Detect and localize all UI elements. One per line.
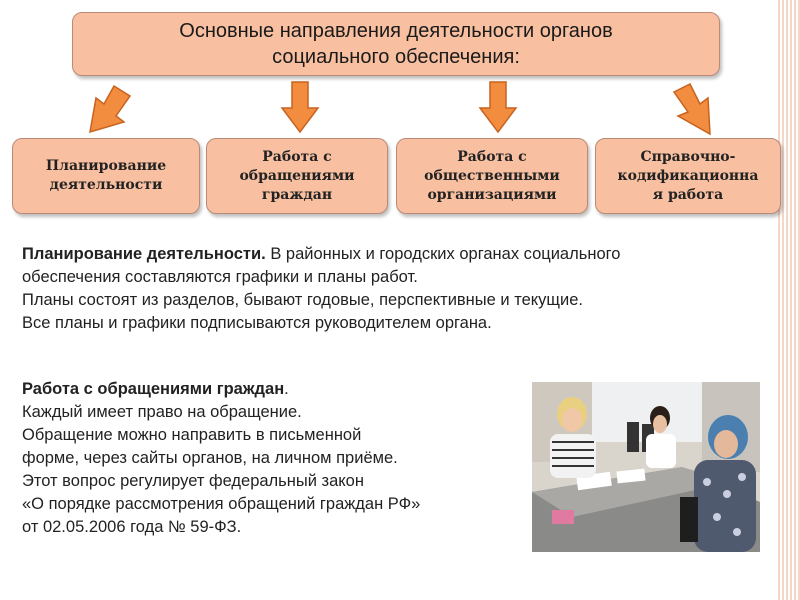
decorative-stripes — [778, 0, 800, 600]
section-appeals-text: форме, через сайты органов, на личном пр… — [22, 449, 398, 467]
arrow-down-icon — [478, 81, 518, 134]
section-appeals-heading-line: Работа с обращениями граждан. — [22, 378, 420, 401]
office-meeting-photo — [532, 382, 760, 552]
section-appeals-text: от 02.05.2006 года № 59-ФЗ. — [22, 518, 242, 536]
box-planning-line: Планирование — [45, 158, 167, 174]
page-title-box: Основные направления деятельности органо… — [72, 12, 720, 76]
arrow-down-icon — [280, 81, 320, 134]
box-appeals-line: обращениями — [239, 167, 355, 184]
section-planning-text: обеспечения составляются графики и планы… — [22, 268, 418, 286]
heading-period: . — [284, 380, 289, 398]
page-title: Основные направления деятельности органо… — [179, 18, 612, 70]
box-appeals-line: граждан — [261, 186, 333, 203]
box-reference-codification: Справочно- кодификационна я работа — [595, 138, 781, 214]
section-planning-text: Планы состоят из разделов, бывают годовы… — [22, 291, 583, 309]
section-appeals: Работа с обращениями граждан. Каждый име… — [22, 378, 420, 539]
title-line-2: социального обеспечения: — [272, 46, 520, 68]
section-appeals-text: Каждый имеет право на обращение. — [22, 403, 302, 421]
section-planning: Планирование деятельности. В районных и … — [22, 243, 620, 335]
arrow-down-left-icon — [89, 84, 132, 134]
box-orgs-line: организациями — [427, 186, 557, 203]
box-appeals-line: Работа с — [262, 148, 332, 165]
box-orgs-line: общественными — [424, 167, 560, 184]
section-appeals-heading: Работа с обращениями граждан — [22, 380, 285, 398]
section-appeals-text: Этот вопрос регулирует федеральный закон — [22, 472, 364, 490]
box-planning-line: деятельности — [49, 177, 163, 193]
box-citizen-appeals: Работа с обращениями граждан — [206, 138, 388, 214]
box-ref-line: Справочно- — [640, 148, 736, 165]
section-planning-heading: Планирование деятельности. — [22, 245, 266, 263]
box-planning: Планирование деятельности — [12, 138, 200, 214]
box-public-organizations: Работа с общественными организациями — [396, 138, 588, 214]
section-appeals-text: Обращение можно направить в письменной — [22, 426, 362, 444]
box-ref-line: я работа — [652, 186, 724, 203]
box-orgs-line: Работа с — [457, 148, 527, 165]
title-line-1: Основные направления деятельности органо… — [179, 20, 613, 42]
section-planning-line: Планирование деятельности. В районных и … — [22, 243, 620, 266]
section-planning-text: Все планы и графики подписываются руково… — [22, 314, 492, 332]
box-ref-line: кодификационна — [617, 167, 759, 184]
section-appeals-text: «О порядке рассмотрения обращений гражда… — [22, 495, 421, 513]
section-planning-text: В районных и городских органах социально… — [265, 245, 621, 263]
arrow-down-right-icon — [672, 82, 711, 136]
